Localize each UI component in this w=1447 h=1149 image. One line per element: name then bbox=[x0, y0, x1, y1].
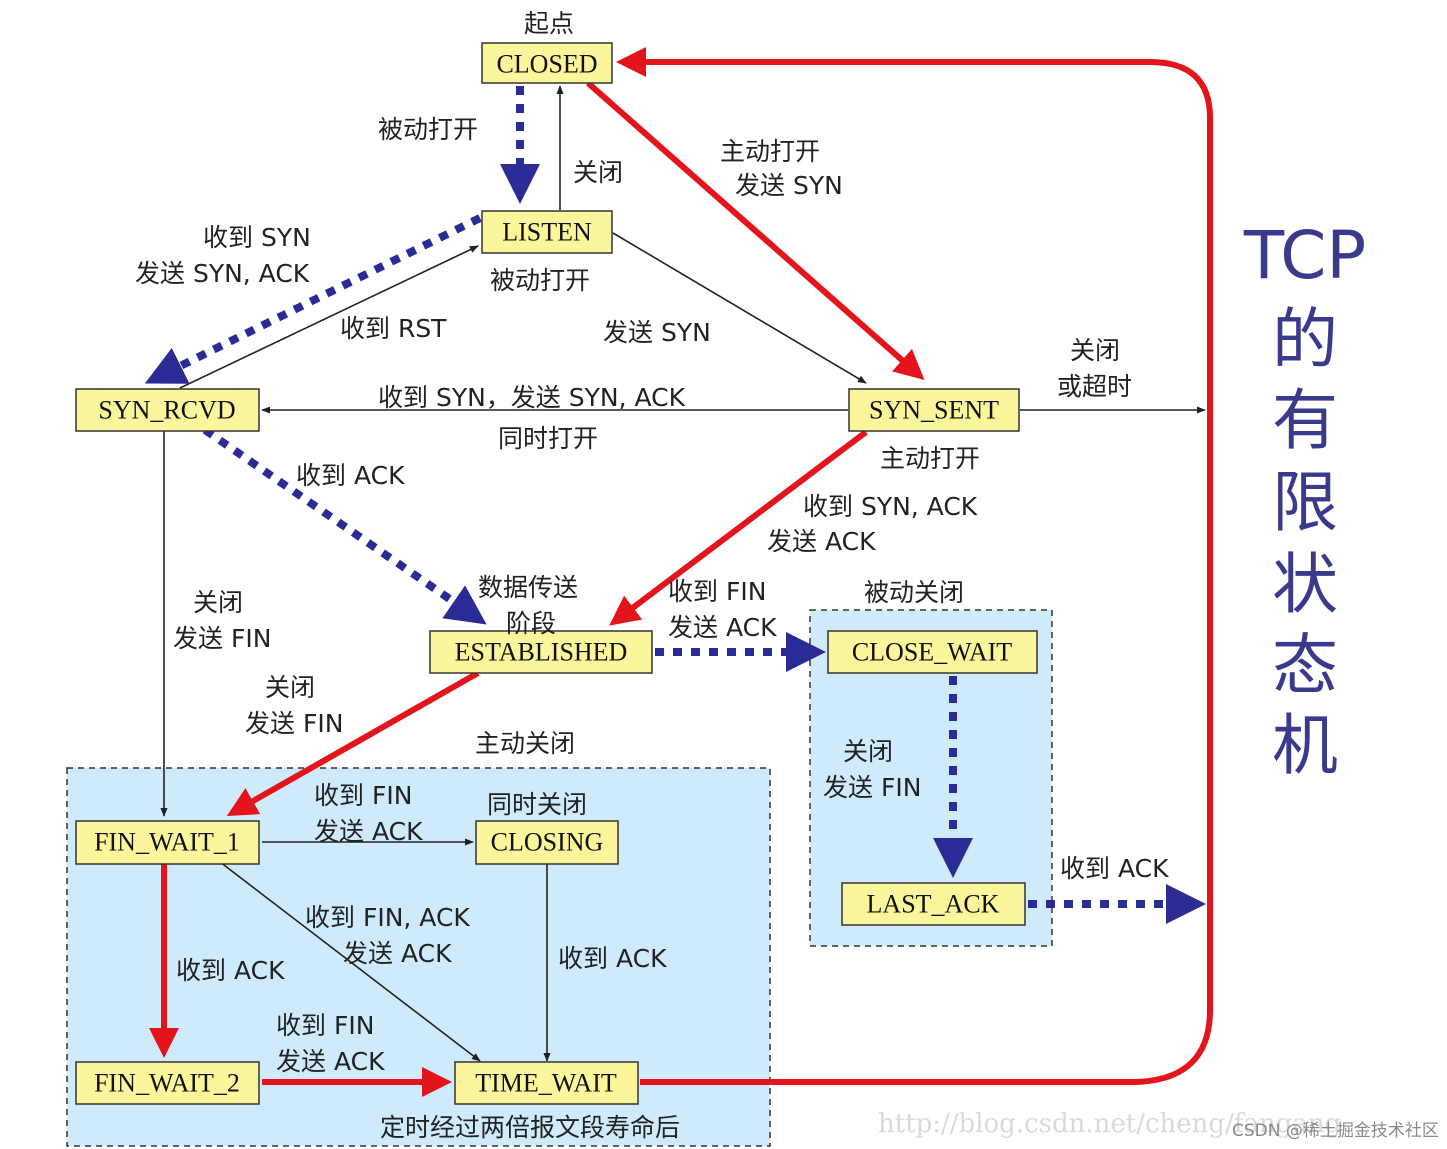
title-char-3: 有 bbox=[1272, 382, 1338, 459]
title-char-7: 机 bbox=[1272, 707, 1338, 784]
label-close-5: 关闭 bbox=[843, 737, 893, 766]
label-recv-ack-4: 收到 ACK bbox=[176, 956, 285, 985]
arrow-established-to-finwait1 bbox=[226, 670, 480, 816]
label-close-1: 关闭 bbox=[573, 158, 623, 187]
label-passive-open-1: 被动打开 bbox=[378, 115, 478, 144]
state-closing-label: CLOSING bbox=[491, 828, 604, 857]
label-recv-fin-2: 收到 FIN bbox=[314, 781, 412, 810]
state-listen: LISTEN bbox=[481, 210, 613, 254]
label-active-open-2: 主动打开 bbox=[880, 444, 980, 473]
label-send-ack-2: 发送 ACK bbox=[668, 613, 777, 642]
arrow-synsent-to-established bbox=[609, 429, 868, 626]
arrow-finwait1-to-timewait bbox=[219, 861, 481, 1062]
side-title: TCP 的 有 限 状 态 机 bbox=[1243, 217, 1366, 784]
state-syn-rcvd: SYN_RCVD bbox=[75, 388, 260, 432]
label-recv-syn: 收到 SYN bbox=[203, 223, 311, 252]
label-send-syn-1: 发送 SYN bbox=[735, 171, 843, 200]
label-send-fin-1: 发送 FIN bbox=[173, 624, 271, 653]
label-recv-ack-3: 收到 ACK bbox=[558, 944, 667, 973]
title-char-4: 限 bbox=[1272, 464, 1338, 541]
label-recv-rst: 收到 RST bbox=[340, 314, 447, 343]
state-fin-wait-2: FIN_WAIT_2 bbox=[75, 1061, 260, 1105]
state-fin-wait-1: FIN_WAIT_1 bbox=[75, 820, 260, 865]
label-send-ack-4: 发送 ACK bbox=[343, 939, 452, 968]
label-send-ack-3: 发送 ACK bbox=[314, 817, 423, 846]
arrow-listen-to-synrcvd bbox=[144, 214, 482, 384]
arrow-timewait-to-closed bbox=[616, 47, 1213, 1085]
state-closed-label: CLOSED bbox=[496, 50, 597, 79]
label-phase: 阶段 bbox=[506, 609, 556, 638]
state-time-wait-label: TIME_WAIT bbox=[475, 1069, 617, 1098]
label-send-ack-5: 发送 ACK bbox=[276, 1047, 385, 1076]
label-recv-ack-2: 收到 ACK bbox=[1060, 854, 1169, 883]
arrow-synrcvd-to-listen bbox=[179, 245, 479, 389]
watermark-url: http://blog.csdn.net/cheng/fangang bbox=[878, 1109, 1341, 1139]
state-fin-wait-1-label: FIN_WAIT_1 bbox=[94, 828, 240, 857]
state-syn-sent-label: SYN_SENT bbox=[869, 396, 999, 425]
label-simul-recv: 收到 SYN，发送 SYN, ACK bbox=[378, 383, 686, 412]
state-close-wait-label: CLOSE_WAIT bbox=[852, 638, 1012, 667]
title-char-6: 态 bbox=[1272, 627, 1338, 704]
state-syn-rcvd-label: SYN_RCVD bbox=[98, 396, 235, 425]
label-start: 起点 bbox=[524, 9, 574, 38]
label-data-transfer: 数据传送 bbox=[478, 573, 578, 602]
title-char-2: 的 bbox=[1272, 301, 1338, 378]
label-passive-open-2: 被动打开 bbox=[490, 266, 590, 295]
state-syn-sent: SYN_SENT bbox=[848, 388, 1020, 432]
label-recv-fin-3: 收到 FIN bbox=[276, 1011, 374, 1040]
arrow-listen-to-synsent bbox=[612, 232, 867, 384]
state-established-label: ESTABLISHED bbox=[455, 638, 628, 667]
state-established: ESTABLISHED bbox=[429, 630, 653, 674]
label-or-timeout: 或超时 bbox=[1057, 372, 1132, 401]
state-close-wait: CLOSE_WAIT bbox=[827, 630, 1038, 674]
state-closed: CLOSED bbox=[481, 42, 613, 84]
label-recv-fin-1: 收到 FIN bbox=[668, 577, 766, 606]
state-time-wait: TIME_WAIT bbox=[454, 1061, 639, 1105]
label-send-fin-2: 发送 FIN bbox=[245, 709, 343, 738]
label-active-open: 主动打开 bbox=[720, 137, 820, 166]
state-fin-wait-2-label: FIN_WAIT_2 bbox=[94, 1069, 240, 1098]
label-close-2: 关闭 bbox=[1070, 336, 1120, 365]
label-send-fin-3: 发送 FIN bbox=[823, 773, 921, 802]
label-send-ack-1: 发送 ACK bbox=[767, 527, 876, 556]
label-active-close: 主动关闭 bbox=[475, 729, 575, 758]
label-simul-close: 同时关闭 bbox=[487, 790, 587, 819]
arrow-closed-to-synsent bbox=[586, 80, 925, 380]
state-last-ack: LAST_ACK bbox=[841, 882, 1026, 926]
label-timeout-2msl: 定时经过两倍报文段寿命后 bbox=[380, 1113, 680, 1142]
label-close-4: 关闭 bbox=[265, 673, 315, 702]
arrow-synrcvd-to-established bbox=[202, 426, 487, 625]
label-recv-finack: 收到 FIN, ACK bbox=[305, 903, 470, 932]
title-char-1: TCP bbox=[1243, 217, 1366, 294]
label-send-synack: 发送 SYN, ACK bbox=[135, 259, 310, 288]
label-recv-ack-1: 收到 ACK bbox=[296, 461, 405, 490]
label-close-3: 关闭 bbox=[193, 588, 243, 617]
label-simul-open: 同时打开 bbox=[498, 424, 598, 453]
state-last-ack-label: LAST_ACK bbox=[867, 890, 1000, 919]
title-char-5: 状 bbox=[1272, 546, 1338, 623]
csdn-credit: CSDN @稀土掘金技术社区 bbox=[1232, 1121, 1439, 1141]
label-send-syn-2: 发送 SYN bbox=[603, 318, 711, 347]
label-recv-synack: 收到 SYN, ACK bbox=[803, 492, 978, 521]
state-listen-label: LISTEN bbox=[502, 218, 592, 247]
state-closing: CLOSING bbox=[475, 820, 619, 865]
label-passive-close: 被动关闭 bbox=[864, 578, 964, 607]
